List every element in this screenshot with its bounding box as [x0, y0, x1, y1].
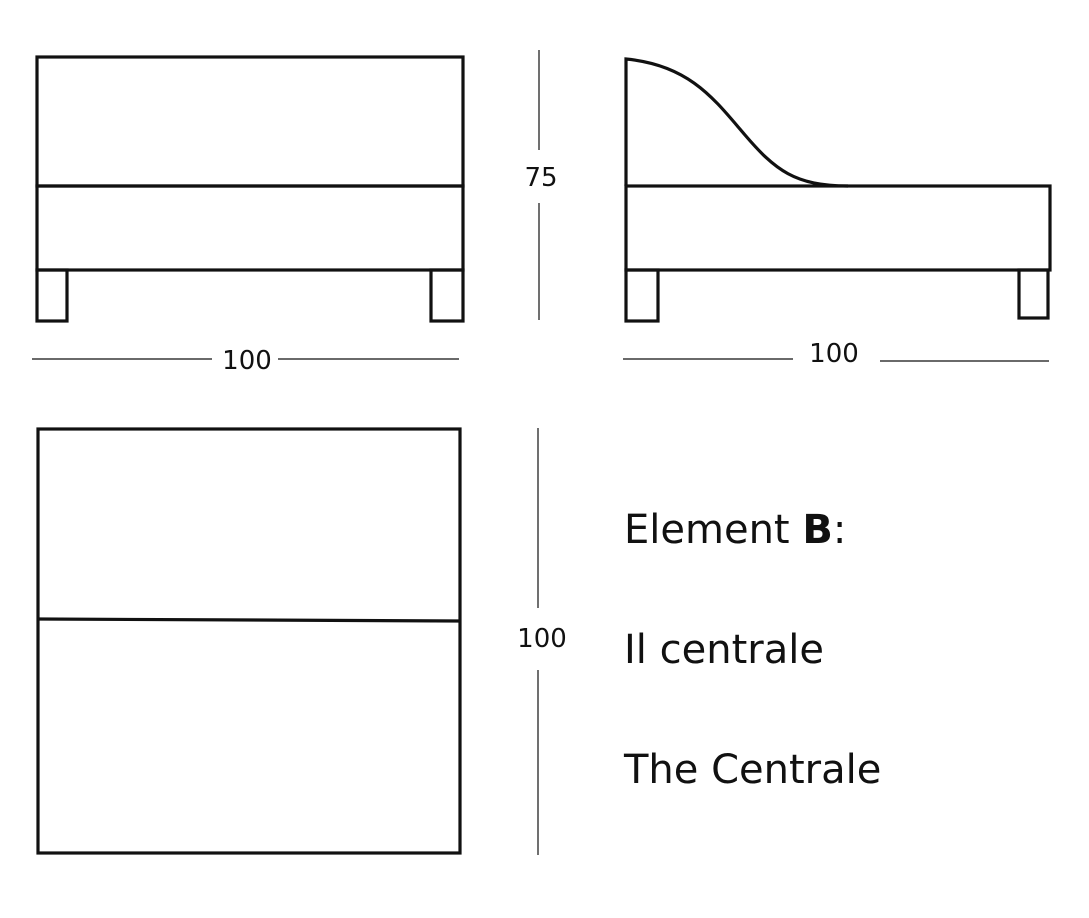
- front-width-label: 100: [222, 346, 272, 376]
- element-letter: B: [802, 507, 833, 553]
- side-backrest-profile: [624, 57, 849, 188]
- plan-view: [36, 427, 462, 855]
- plan-depth-label: 100: [517, 624, 567, 654]
- italian-name: Il centrale: [624, 627, 824, 673]
- front-backrest: [35, 55, 465, 188]
- english-name: The Centrale: [624, 747, 882, 793]
- side-depth-dimension: 100: [623, 339, 1049, 369]
- side-leg-right: [1017, 268, 1050, 320]
- height-dimension: 75: [524, 50, 558, 320]
- side-depth-label: 100: [809, 339, 859, 369]
- element-title-prefix: Element: [624, 507, 803, 553]
- front-seat-base: [35, 184, 465, 272]
- side-seat-base: [624, 184, 1052, 272]
- front-leg-left: [35, 268, 69, 323]
- front-view: [35, 55, 465, 323]
- plan-outline: [36, 427, 462, 855]
- element-title-suffix: :: [832, 507, 847, 553]
- plan-depth-dimension: 100: [517, 428, 567, 855]
- plan-divider: [37, 617, 461, 623]
- height-label: 75: [524, 163, 557, 193]
- side-leg-left: [624, 268, 660, 323]
- side-view: [624, 57, 1052, 323]
- front-leg-right: [429, 268, 465, 323]
- element-title: Element B:: [624, 510, 846, 550]
- front-width-dimension: 100: [32, 346, 459, 376]
